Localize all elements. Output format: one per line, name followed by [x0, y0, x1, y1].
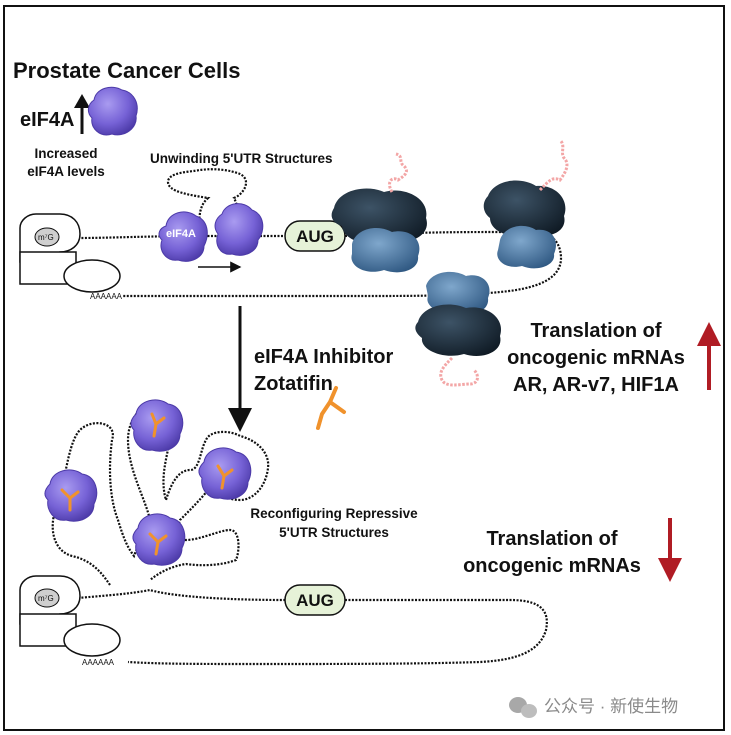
- up-arrow-icon: [74, 94, 90, 134]
- aug-box-top: [284, 220, 346, 252]
- protein-blob-icon: [132, 513, 186, 566]
- eif4a-label: eIF4A: [20, 109, 74, 131]
- inhibitor-y-icon: [316, 386, 346, 430]
- repressive-structure: [51, 402, 270, 586]
- cap-complex-icon: [19, 213, 121, 293]
- unwinding-label: Unwinding 5'UTR Structures: [150, 151, 332, 166]
- down-arrow-icon: [658, 518, 682, 582]
- aug-box-bottom: [284, 584, 346, 616]
- ribosome-icon: [331, 152, 427, 273]
- protein-blob-icon: [87, 86, 138, 136]
- translation-up-line2: oncogenic mRNAs: [507, 347, 685, 369]
- wechat-icon: [509, 697, 537, 718]
- protein-blob-icon: [214, 203, 264, 256]
- stem-loop-top: [166, 168, 248, 237]
- helicase-label: eIF4A: [166, 228, 196, 240]
- inhibitor-line2: Zotatifin: [254, 373, 333, 395]
- protein-blob-icon: [198, 447, 252, 500]
- aug-label-bottom: AUG: [296, 591, 334, 610]
- inhibitor-line1: eIF4A Inhibitor: [254, 346, 393, 368]
- down-arrow-icon: [228, 306, 252, 432]
- ribosome-icon: [415, 271, 502, 387]
- increased-levels-line2: eIF4A levels: [27, 164, 105, 179]
- polya-label-bottom: AAAAAA: [82, 658, 115, 667]
- mrna-strand-bottom: [77, 588, 548, 666]
- page-title: Prostate Cancer Cells: [13, 58, 240, 83]
- translation-up-line1: Translation of: [530, 320, 661, 342]
- increased-levels-line1: Increased: [34, 146, 97, 161]
- aug-label-top: AUG: [296, 227, 334, 246]
- watermark: 公众号 · 新使生物: [544, 696, 678, 716]
- protein-blob-icon: [44, 469, 98, 522]
- up-arrow-icon: [697, 322, 721, 390]
- translation-down-line1: Translation of: [486, 528, 617, 550]
- reconfig-line1: Reconfiguring Repressive: [250, 506, 418, 521]
- cap-complex-icon: [19, 575, 121, 657]
- cap-label-top: m⁷G: [38, 233, 54, 242]
- polya-label-top: AAAAAA: [90, 292, 123, 301]
- cap-label-bottom: m⁷G: [38, 594, 54, 603]
- translation-up-line3: AR, AR-v7, HIF1A: [513, 374, 679, 396]
- protein-blob-icon: [130, 399, 184, 452]
- ribosome-icon: [483, 138, 569, 269]
- translation-down-line2: oncogenic mRNAs: [463, 555, 641, 577]
- reconfig-line2: 5'UTR Structures: [279, 525, 389, 540]
- protein-blob-icon: [158, 211, 208, 262]
